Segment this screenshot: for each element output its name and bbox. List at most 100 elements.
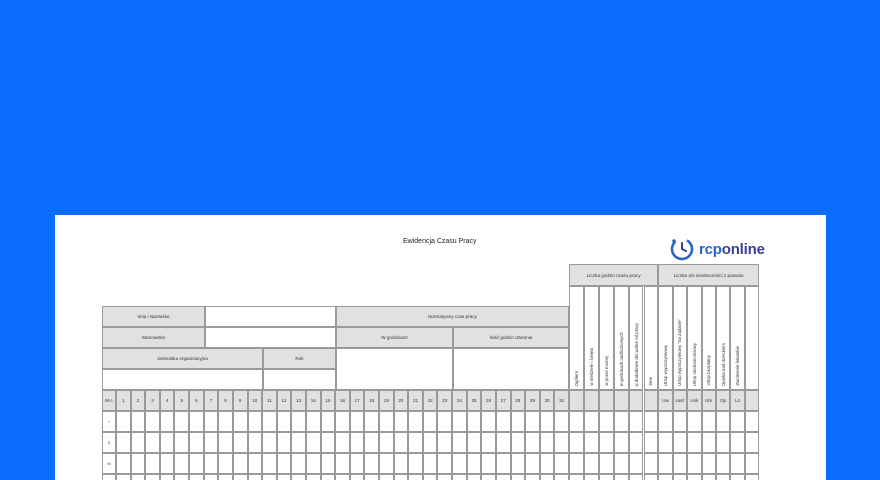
absence-entry-cell [687,474,702,480]
day-entry-cell [349,411,365,432]
day-header-cell-text: 22 [427,398,433,403]
absence-entry-cell [730,432,745,453]
day-entry-cell [408,432,423,453]
timesheet-document: Ewidencja Czasu Pracy rcponline Imię i N… [55,215,826,480]
hours-column-header: Inne [643,286,659,390]
absence-entry-cell [744,411,759,432]
absence-entry-cell [672,432,688,453]
day-header-cell: 21 [408,390,423,411]
day-header-cell-text: 23 [442,398,448,403]
position-value-cell [205,327,336,348]
day-header-cell-text: 14 [310,398,316,403]
day-header-cell: 22 [422,390,438,411]
day-entry-cell [466,432,482,453]
absence-code-cell: L4 [730,390,745,411]
day-header-cell: 17 [349,390,365,411]
absence-entry-cell [701,432,716,453]
day-entry-cell [145,474,160,480]
day-entry-cell [130,432,146,453]
day-entry-cell [116,474,131,480]
hours-entry-cell [598,411,614,432]
month-row-label: III [102,453,116,474]
day-entry-cell [437,411,453,432]
absence-column-header-text: Urlop wypoczynkowy [663,345,669,386]
day-entry-cell [145,432,160,453]
month-row-label-text: III [107,461,111,466]
hours-column-header: w porze nocnej [598,286,614,390]
day-header-cell-text: 11 [267,398,272,403]
hours-column-header-text: Ogółem [573,370,579,386]
day-entry-cell [393,432,409,453]
absence-entry-cell [658,453,673,474]
absence-code-cell: Uw [658,390,673,411]
day-entry-cell [422,453,438,474]
absence-entry-cell [701,474,716,480]
day-entry-cell [510,474,526,480]
absence-entry-cell [658,411,673,432]
day-header-cell: 24 [452,390,467,411]
day-entry-cell [335,411,350,432]
day-header-cell-text: 25 [471,398,477,403]
day-header-cell: 25 [466,390,482,411]
day-header-cell-text: 6 [195,398,198,403]
hours-column-header-text: w godzinach nadliczbowych [618,331,624,386]
hours-entry-cell [643,411,659,432]
absence-entry-cell [730,411,745,432]
day-header-cell-text: 4 [165,398,169,403]
day-entry-cell [452,474,467,480]
day-entry-cell [276,453,292,474]
day-entry-cell [525,432,540,453]
absence-column-header [744,286,759,390]
day-entry-cell [481,432,496,453]
absence-entry-cell [715,453,731,474]
absence-column-header-text: Urlop bezpłatny [706,355,712,386]
day-entry-cell [320,411,336,432]
absence-column-header: Urlop bezpłatny [701,286,716,390]
day-header-cell-text: 16 [339,398,346,403]
day-entry-cell [349,474,365,480]
day-header-cell: 7 [203,390,219,411]
absence-entry-cell [715,432,731,453]
norm-label-cell-text: Normatywny czas pracy [428,314,477,319]
hours-entry-cell [583,432,599,453]
day-entry-cell [145,453,160,474]
day-entry-cell [174,432,190,453]
absence-entry-cell [701,453,716,474]
day-entry-cell [437,432,453,453]
day-entry-cell [291,453,306,474]
day-entry-cell [189,474,204,480]
day-entry-cell [218,453,233,474]
hours-entry-cell [598,474,614,480]
day-entry-cell [320,432,336,453]
day-header-cell: 14 [305,390,321,411]
hours-entry-cell [569,411,584,432]
hours-entry-cell [613,432,629,453]
day-header-cell-text: 28 [515,398,521,403]
day-entry-cell [203,453,219,474]
day-entry-cell [335,432,350,453]
day-header-cell-text: 29 [529,398,536,403]
absence-entry-cell [687,453,702,474]
day-entry-cell [247,411,263,432]
day-header-cell-text: 27 [500,398,506,403]
month-row-label [102,474,116,480]
day-entry-cell [203,474,219,480]
day-header-cell: 18 [364,390,380,411]
hours-entry-cell [569,474,584,480]
absence-code-cell-text: L4 [734,398,740,403]
day-entry-cell [276,474,292,480]
month-row-label: II [102,432,116,453]
absence-entry-cell [744,453,759,474]
day-entry-cell [159,432,175,453]
absence-code-cell [744,390,759,411]
day-header-cell-text: 7 [209,398,213,403]
day-entry-cell [554,432,569,453]
day-header-cell: 6 [189,390,204,411]
day-entry-cell [262,432,277,453]
absence-entry-cell [658,432,673,453]
day-entry-cell [174,474,190,480]
name-label-cell-text: Imię i Nazwisko [137,314,170,319]
hours-entry-cell [613,474,629,480]
month-header-cell: M-c [102,390,116,411]
day-entry-cell [364,453,380,474]
